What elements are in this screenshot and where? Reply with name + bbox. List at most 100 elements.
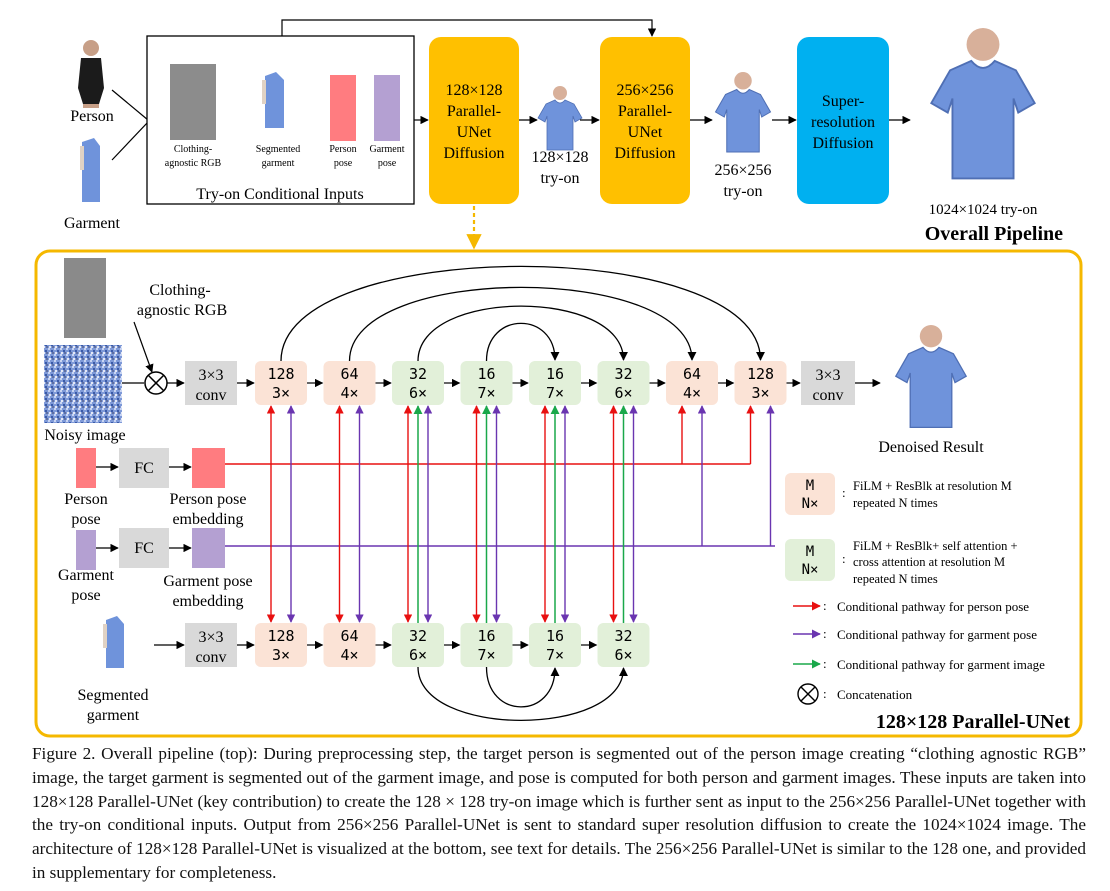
- superres-line-2: resolution: [811, 114, 875, 131]
- garment-pose-fc: [119, 528, 169, 568]
- bottom-block-5-repeat: 7×: [546, 646, 564, 664]
- garment-pose-embedding: [192, 528, 225, 568]
- top-conv-out-label-1: 3×3: [815, 367, 840, 384]
- svg-text::: :: [842, 551, 846, 566]
- garment-image: [80, 138, 100, 202]
- cond-to-256-arrow: [281, 19, 657, 37]
- legend-film-text-2: repeated N times: [853, 496, 938, 510]
- svg-text::: :: [842, 485, 846, 500]
- legend-film-text-1: FiLM + ResBlk at resolution M: [853, 479, 1012, 493]
- bottom-block-2-res: 64: [340, 627, 358, 645]
- unet256-line-3: UNet: [628, 124, 663, 141]
- bottom-block-5: [529, 623, 581, 667]
- top-block-8: [734, 361, 787, 405]
- agnostic-to-concat-arrow: [133, 321, 154, 373]
- unet256-diffusion-box: [600, 37, 690, 204]
- top-block-2-repeat: 4×: [340, 384, 358, 402]
- bottom-skip-connections: [417, 666, 629, 721]
- person-pose-embedding-label-2: embedding: [172, 511, 243, 528]
- legend-attn-text-3: repeated N times: [853, 572, 938, 586]
- top-block-4-repeat: 7×: [477, 384, 495, 402]
- top-block-5-repeat: 7×: [546, 384, 564, 402]
- svg-text::: :: [823, 598, 827, 613]
- superres-line-3: Diffusion: [812, 135, 873, 152]
- parallel-unet-frame: [34, 249, 1083, 738]
- noisy-image: [44, 345, 122, 423]
- top-block-5-res: 16: [546, 365, 564, 383]
- top-block-8-repeat: 3×: [751, 384, 769, 402]
- legend-green-text: Conditional pathway for garment image: [837, 657, 1045, 672]
- legend-attn-text-1: FiLM + ResBlk+ self attention +: [853, 539, 1018, 553]
- garment-pose-fc-label: FC: [134, 540, 154, 557]
- bottom-conv-in: [185, 623, 237, 667]
- bottom-block-2: [323, 623, 376, 667]
- legend-purple-text: Conditional pathway for garment pose: [837, 627, 1037, 642]
- bottom-block-2-repeat: 4×: [340, 646, 358, 664]
- segmented-garment-label-2b: garment: [87, 707, 140, 724]
- garment-pose-label-2: pose: [378, 158, 397, 169]
- bottom-conv-in-label-1: 3×3: [198, 629, 223, 646]
- garment-pose-label-2b: pose: [71, 587, 100, 604]
- top-block-6-repeat: 6×: [614, 384, 632, 402]
- concat-symbol: [144, 371, 168, 395]
- segmented-garment-label-1b: Segmented: [77, 687, 148, 704]
- unet256-line-4: Diffusion: [614, 145, 675, 162]
- segmented-garment-input: [103, 616, 124, 668]
- bottom-block-4: [460, 623, 513, 667]
- garment-to-cond-arrow: [111, 121, 149, 161]
- unet128-diffusion-box: [429, 37, 519, 204]
- legend-attn-m: M: [806, 544, 814, 560]
- segmented-garment-label-2: garment: [262, 158, 295, 169]
- superres-diffusion-box: [797, 37, 889, 204]
- bottom-block-3-res: 32: [409, 627, 427, 645]
- person-pose-label-1: Person: [329, 144, 356, 155]
- bottom-block-5-res: 16: [546, 627, 564, 645]
- legend-film-n: N×: [802, 496, 819, 512]
- clothing-agnostic-input: [64, 258, 106, 338]
- person-image: [78, 40, 104, 108]
- legend-attn-n: N×: [802, 562, 819, 578]
- diagram-canvas: Person Garment Clothing- agnostic RGB Se…: [34, 19, 1083, 738]
- segmented-garment-label-1: Segmented: [256, 144, 300, 155]
- garment-pose-label-1b: Garment: [58, 567, 115, 584]
- top-block-2: [323, 361, 376, 405]
- top-block-2-res: 64: [340, 365, 358, 383]
- garment-pose-embedding-label-1: Garment pose: [163, 573, 252, 590]
- tryon256-label-1: 256×256: [714, 162, 771, 179]
- bottom-skip-arc-2: [485, 666, 560, 708]
- unet256-line-1: 256×256: [616, 82, 673, 99]
- bottom-block-6: [597, 623, 650, 667]
- garment-pose-thumb: [374, 75, 400, 141]
- garment-pose-input: [76, 530, 96, 570]
- person-pose-fc-label: FC: [134, 460, 154, 477]
- top-conv-out-label-2: conv: [812, 387, 843, 404]
- garment-pose-label-1: Garment: [370, 144, 405, 155]
- denoised-result-image: [894, 324, 968, 429]
- person-pose-label-2: pose: [334, 158, 353, 169]
- legend-film-swatch: [785, 473, 835, 515]
- clothing-agnostic-thumb: [170, 64, 216, 140]
- top-block-4: [460, 361, 513, 405]
- person-pose-label-2b: pose: [71, 511, 100, 528]
- person-pose-fc: [119, 448, 169, 488]
- top-skip-connections: [280, 265, 766, 362]
- clothing-agnostic-label-2: agnostic RGB: [165, 158, 222, 169]
- top-conv-out: [801, 361, 855, 405]
- bottom-block-6-res: 32: [614, 627, 632, 645]
- bottom-block-6-repeat: 6×: [614, 646, 632, 664]
- bottom-block-1-res: 128: [267, 627, 294, 645]
- top-block-6-res: 32: [614, 365, 632, 383]
- top-block-4-res: 16: [477, 365, 495, 383]
- svg-text::: :: [823, 626, 827, 641]
- person-pose-label-1b: Person: [64, 491, 108, 508]
- person-pose-thumb: [330, 75, 356, 141]
- top-block-7-repeat: 4×: [683, 384, 701, 402]
- bottom-conv-in-label-2: conv: [195, 649, 226, 666]
- legend-attn-text-2: cross attention at resolution M: [853, 555, 1005, 569]
- overall-pipeline-title: Overall Pipeline: [925, 223, 1063, 245]
- person-to-cond-arrow: [111, 89, 149, 121]
- parallel-unet-title: 128×128 Parallel-UNet: [876, 711, 1070, 733]
- legend-attn-swatch: [785, 539, 835, 581]
- top-conv-in-label-1: 3×3: [198, 367, 223, 384]
- tryon128-label-2: try-on: [540, 170, 579, 187]
